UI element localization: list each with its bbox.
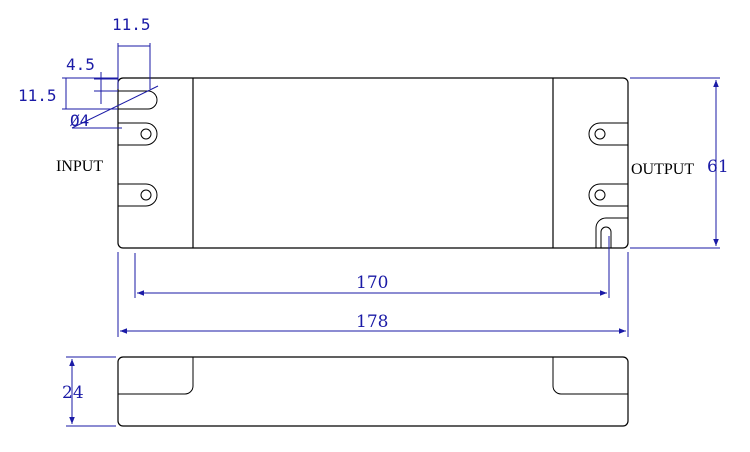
dim-hole-diameter: Ø4 [70, 111, 89, 130]
top-view-body [117, 77, 629, 249]
side-view-left-step [118, 357, 194, 395]
top-view-dimensions: 11.5 4.5 11.5 Ø4 61 170 178 [18, 15, 729, 337]
left-terminal-hole-2 [140, 189, 152, 201]
top-view: INPUT OUTPUT [56, 77, 694, 249]
left-terminal-hole-1 [140, 128, 152, 140]
right-terminal-lug-2 [588, 183, 628, 207]
right-mounting-slot-inner [600, 226, 612, 248]
output-label: OUTPUT [631, 161, 694, 178]
input-label: INPUT [56, 158, 103, 175]
side-view-body [117, 356, 629, 427]
dim-tab-height: 11.5 [18, 86, 57, 105]
left-terminal-lug-1 [118, 122, 158, 146]
dim-tab-width: 11.5 [112, 15, 151, 34]
dim-total-length: 178 [356, 312, 388, 332]
side-view [117, 356, 629, 427]
side-view-dimensions: 24 [62, 356, 116, 427]
dim-slot-offset: 4.5 [66, 55, 95, 74]
right-terminal-hole-1 [594, 128, 606, 140]
dim-total-height: 61 [707, 157, 729, 177]
side-view-right-step [552, 357, 628, 395]
left-mounting-slot [118, 90, 158, 110]
dim-hole-spacing: 170 [356, 273, 388, 293]
left-terminal-lug-2 [118, 183, 158, 207]
hole-leader-line [71, 85, 159, 129]
dim-side-height: 24 [62, 383, 84, 403]
right-terminal-hole-2 [594, 189, 606, 201]
right-terminal-lug-1 [588, 122, 628, 146]
right-mounting-slot-outer [595, 217, 628, 248]
